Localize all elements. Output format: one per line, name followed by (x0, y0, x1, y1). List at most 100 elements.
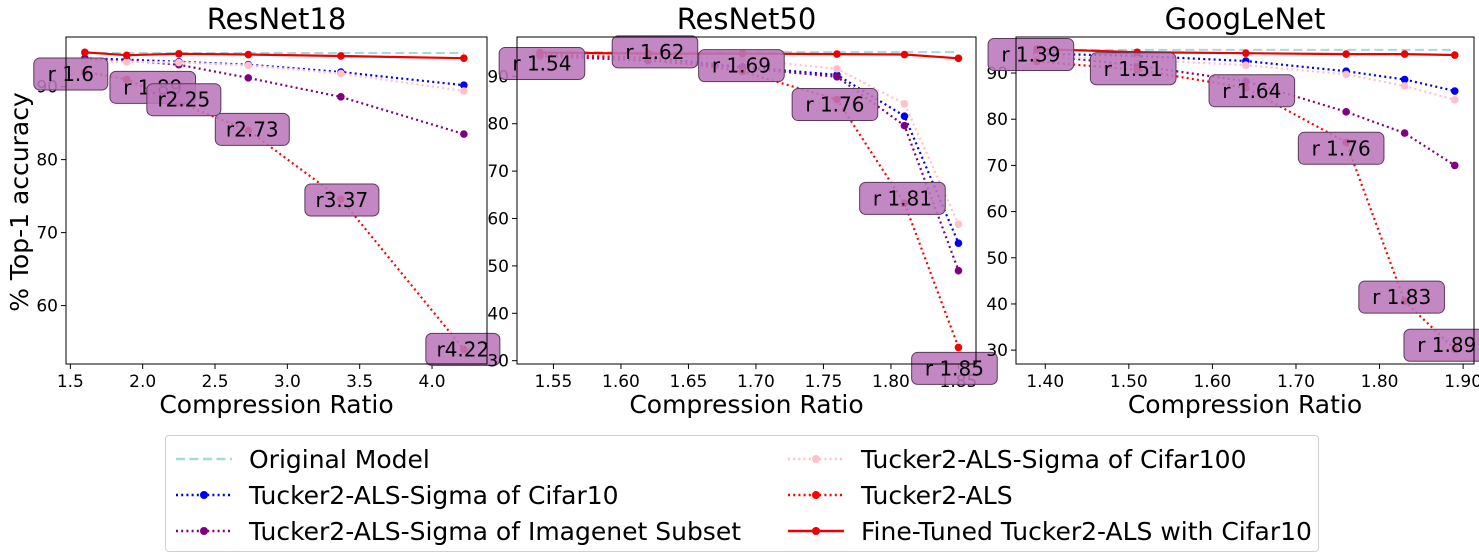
ratio-annotation: r3.37 (315, 188, 368, 212)
x-tick-label: 3.5 (346, 372, 373, 392)
y-tick-label: 60 (36, 297, 58, 317)
x-tick-label: 1.80 (1361, 372, 1399, 392)
series-cifar100_sigma-point (175, 58, 183, 67)
series-imagenet_sigma-point (244, 74, 253, 82)
legend-swatch (788, 455, 844, 463)
y-tick-label: 70 (986, 156, 1008, 176)
series-imagenet_sigma-line (84, 57, 465, 136)
series-als-line (84, 70, 465, 351)
legend-item-cifar10_sigma: Tucker2-ALS-Sigma of Cifar10 (174, 478, 619, 512)
ratio-annotation: r2.25 (157, 88, 210, 112)
x-axis-label: Compression Ratio (1128, 390, 1362, 419)
x-axis-label: Compression Ratio (159, 390, 393, 419)
ratio-annotation: r 1.62 (625, 40, 684, 64)
x-axis-label: Compression Ratio (629, 390, 863, 419)
plot-frame (1015, 36, 1475, 365)
series-imagenet_sigma-point (954, 266, 963, 275)
x-tick-label: 1.5 (57, 372, 84, 392)
series-cifar100_sigma-point (460, 87, 468, 95)
ratio-annotation: r 1.39 (1001, 42, 1060, 66)
chart-title: ResNet50 (677, 2, 817, 36)
legend-label: Tucker2-ALS-Sigma of Cifar10 (249, 480, 619, 510)
series-cifar100_sigma-point (954, 220, 963, 228)
y-tick-label: 80 (36, 151, 58, 171)
y-tick-label: 50 (487, 257, 509, 277)
series-finetuned-point (1242, 49, 1250, 57)
series-imagenet_sigma-point (1400, 129, 1409, 137)
ratio-annotation-box (1208, 74, 1296, 108)
legend-item-imagenet_sigma: Tucker2-ALS-Sigma of Imagenet Subset (174, 514, 741, 548)
y-tick-label: 60 (986, 203, 1008, 223)
y-tick-label: 30 (986, 341, 1008, 361)
legend-label: Tucker2-ALS-Sigma of Cifar100 (861, 444, 1247, 474)
ratio-annotation: r 1.83 (1372, 285, 1431, 309)
x-tick-label: 1.50 (1110, 372, 1148, 392)
x-tick-label: 2.0 (129, 372, 156, 392)
series-finetuned-point (1342, 50, 1350, 58)
x-tick-label: 2.5 (201, 372, 228, 392)
x-tick-label: 1.90 (1444, 372, 1479, 392)
series-imagenet_sigma-point (337, 93, 345, 101)
ratio-annotation: r4.22 (436, 337, 489, 361)
x-tick-label: 3.0 (274, 372, 301, 392)
series-finetuned-line (1036, 47, 1455, 57)
legend-label: Fine-Tuned Tucker2-ALS with Cifar10 (861, 516, 1312, 546)
chart-title: ResNet18 (207, 2, 347, 36)
x-tick-label: 1.70 (737, 372, 775, 392)
series-finetuned-point (460, 54, 468, 62)
series-cifar100_sigma-point (122, 58, 131, 66)
ratio-annotation: r 1.76 (805, 93, 864, 117)
ratio-annotation: r 1.89 (1417, 333, 1476, 357)
legend-swatch (788, 527, 844, 535)
series-cifar100_sigma-point (1450, 96, 1459, 104)
series-finetuned-point (337, 52, 345, 60)
y-tick-label: 60 (487, 210, 509, 230)
ratio-annotation: r 1.6 (48, 62, 94, 86)
ratio-annotation-box (33, 57, 109, 91)
x-tick-label: 1.60 (602, 372, 640, 392)
y-axis-label: % Top-1 accuracy (5, 92, 34, 312)
ratio-annotation-box (1089, 52, 1177, 86)
series-finetuned-point (1450, 51, 1459, 59)
series-cifar10_sigma-point (954, 239, 963, 247)
x-tick-label: 1.55 (535, 372, 573, 392)
y-tick-label: 80 (986, 110, 1008, 130)
plot-frame (516, 36, 977, 365)
ratio-annotation-box (791, 88, 879, 122)
ratio-annotation: r 1.81 (873, 186, 932, 210)
y-tick-label: 50 (986, 249, 1008, 269)
ratio-annotation-box (304, 183, 380, 217)
plot-frame (65, 36, 488, 365)
ratio-annotation-box (1358, 280, 1445, 314)
series-finetuned-line (84, 51, 464, 60)
x-tick-label: 1.65 (670, 372, 708, 392)
series-cifar100_sigma-point (1342, 70, 1350, 79)
ratio-annotation-box (1403, 328, 1479, 362)
series-imagenet_sigma-point (833, 73, 841, 81)
ratio-annotation-box (214, 112, 290, 146)
y-tick-label: 70 (36, 224, 58, 244)
series-cifar10_sigma-line (539, 54, 960, 244)
legend-swatch (176, 527, 232, 535)
legend-item-original: Original Model (174, 442, 430, 476)
x-tick-label: 1.70 (1277, 372, 1315, 392)
series-finetuned-point (122, 51, 131, 60)
series-finetuned-point (81, 48, 89, 57)
y-tick-label: 30 (487, 352, 509, 372)
ratio-annotation: r 1.85 (925, 356, 984, 380)
series-cifar100_sigma-line (84, 60, 465, 93)
y-tick-label: 40 (986, 295, 1008, 315)
series-finetuned-point (1400, 50, 1409, 58)
ratio-annotation-box (698, 49, 785, 83)
legend-swatch (176, 491, 232, 499)
series-finetuned-point (244, 50, 253, 59)
series-als-point (954, 343, 963, 352)
x-tick-label: 4.0 (419, 372, 446, 392)
ratio-annotation-box (859, 181, 946, 215)
series-cifar10_sigma-point (900, 112, 909, 120)
ratio-annotation-box (425, 332, 501, 366)
ratio-annotation: r 1.54 (512, 52, 571, 76)
